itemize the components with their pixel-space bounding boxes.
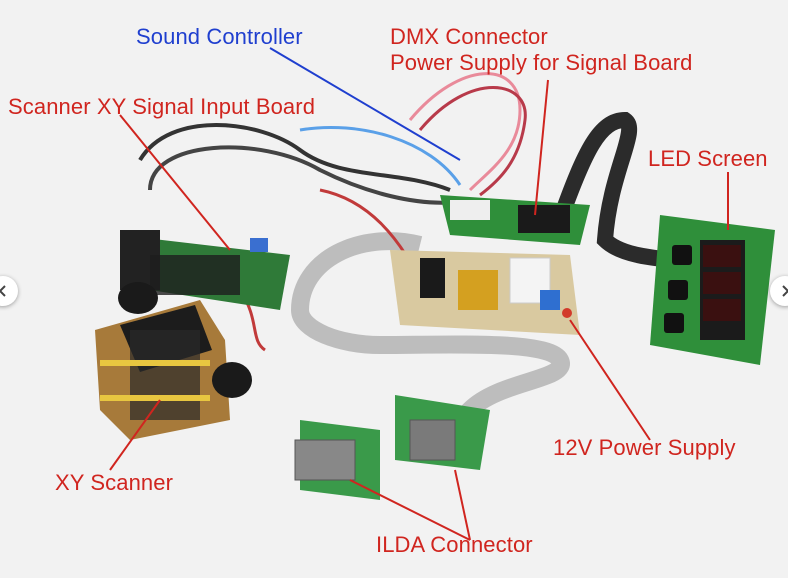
next-image-button[interactable]: [770, 276, 788, 306]
scanner-board-leader: [119, 114, 231, 251]
label-led-screen: LED Screen: [648, 146, 768, 171]
sound-controller-leader: [269, 47, 461, 161]
scanner-motor-x: [212, 362, 252, 398]
led-ribbon-cable: [552, 111, 691, 270]
black-wire-2: [148, 145, 471, 205]
power-leader: [569, 319, 651, 441]
label-dmx-connector: DMX Connector: [390, 24, 548, 49]
dmx-leader: [534, 79, 549, 216]
ilda-leader-2: [454, 469, 471, 541]
chevron-left-icon: [0, 285, 6, 297]
blue-wire: [299, 126, 462, 186]
label-sound-controller: Sound Controller: [136, 24, 303, 49]
red-wire: [418, 86, 527, 197]
label-power-supply-signal-board: Power Supply for Signal Board: [390, 50, 693, 75]
xy-scanner-leader: [109, 399, 161, 471]
chevron-right-icon: [782, 285, 788, 297]
label-ilda-connector: ILDA Connector: [376, 532, 533, 557]
pink-wire: [408, 72, 522, 192]
prev-image-button[interactable]: [0, 276, 18, 306]
black-wire: [138, 123, 451, 192]
scanner-motor-y: [118, 282, 158, 314]
label-scanner-xy-board: Scanner XY Signal Input Board: [8, 94, 316, 119]
label-xy-scanner: XY Scanner: [55, 470, 174, 495]
ilda-leader-1: [349, 479, 471, 541]
label-12v-power-supply: 12V Power Supply: [553, 435, 736, 460]
